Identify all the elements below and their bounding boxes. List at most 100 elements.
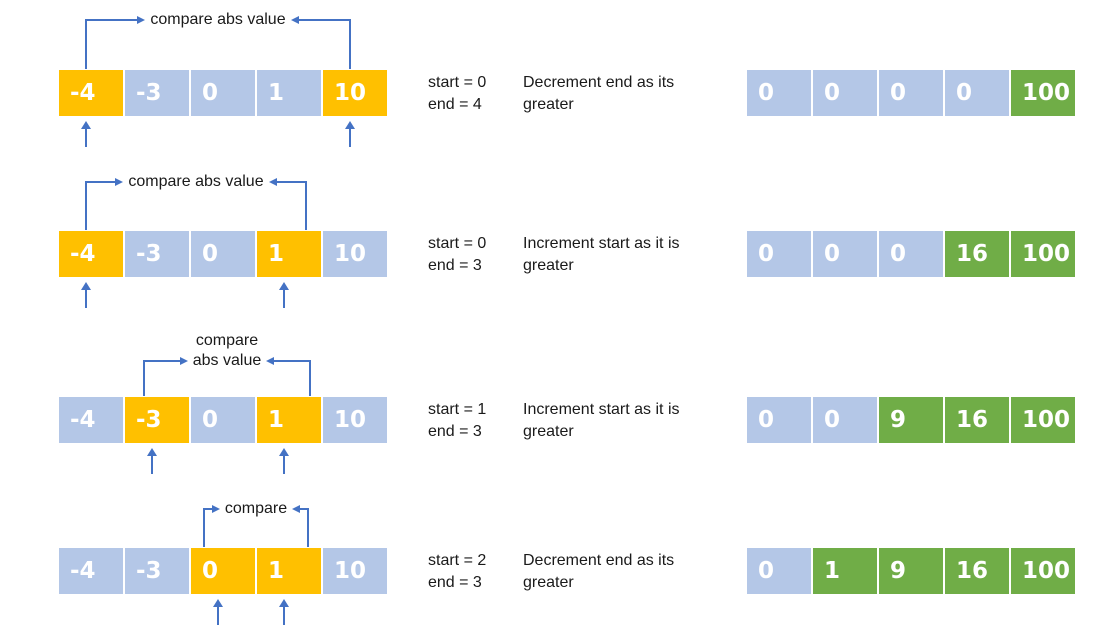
input-cell: 1: [257, 548, 321, 594]
input-cell: -3: [125, 548, 189, 594]
start-pointer-text: start = 1: [428, 401, 487, 418]
output-cell: 1: [813, 548, 877, 594]
output-cell: 100: [1011, 231, 1075, 277]
connector-line: [85, 19, 139, 21]
pointer-up-arrow-line: [283, 606, 285, 625]
arrowhead-left-icon: [266, 357, 275, 365]
action-text: Increment start as it is greater: [523, 401, 680, 440]
arrowhead-left-icon: [292, 505, 301, 513]
connector-line: [309, 360, 311, 396]
input-cell: -4: [59, 70, 123, 116]
compare-label: compare abs value: [193, 331, 262, 371]
output-cell: 16: [945, 397, 1009, 443]
pointer-state: start = 0 end = 4: [428, 72, 486, 116]
connector-line: [85, 19, 87, 69]
compare-label-line: compare: [195, 332, 259, 349]
start-pointer-text: start = 2: [428, 552, 487, 569]
connector-line: [307, 508, 309, 547]
end-pointer-text: end = 4: [428, 96, 482, 113]
compare-label: compare abs value: [128, 172, 263, 192]
pointer-up-arrow-icon: [279, 282, 289, 290]
pointer-up-arrow-icon: [279, 448, 289, 456]
pointer-up-arrow-icon: [147, 448, 157, 456]
pointer-up-arrow-icon: [81, 282, 91, 290]
pointer-state: start = 0 end = 3: [428, 233, 486, 277]
arrowhead-right-icon: [179, 357, 188, 365]
input-cell: 0: [191, 548, 255, 594]
output-cell: 16: [945, 231, 1009, 277]
output-cell: 0: [747, 397, 811, 443]
pointer-up-arrow-line: [85, 128, 87, 147]
input-cell: -3: [125, 231, 189, 277]
output-cell: 16: [945, 548, 1009, 594]
output-cell: 0: [813, 231, 877, 277]
pointer-state: start = 2 end = 3: [428, 550, 486, 594]
action-text: Increment start as it is greater: [523, 235, 680, 274]
connector-line: [297, 19, 351, 21]
pointer-state: start = 1 end = 3: [428, 399, 486, 443]
input-cell: 1: [257, 70, 321, 116]
connector-line: [203, 508, 205, 547]
input-cell: 10: [323, 231, 387, 277]
input-cell: -3: [125, 70, 189, 116]
end-pointer-text: end = 3: [428, 574, 482, 591]
connector-line: [299, 508, 309, 510]
output-cell: 0: [879, 231, 943, 277]
pointer-up-arrow-line: [283, 289, 285, 308]
pointer-up-arrow-icon: [279, 599, 289, 607]
output-cell: 0: [945, 70, 1009, 116]
pointer-up-arrow-icon: [345, 121, 355, 129]
action-text: Decrement end as its greater: [523, 74, 675, 113]
pointer-up-arrow-line: [283, 455, 285, 474]
input-cell: -4: [59, 231, 123, 277]
pointer-up-arrow-line: [151, 455, 153, 474]
end-pointer-text: end = 3: [428, 423, 482, 440]
output-cell: 100: [1011, 397, 1075, 443]
output-cell: 0: [747, 231, 811, 277]
compare-label-line: compare abs value: [150, 11, 286, 28]
arrowhead-left-icon: [268, 178, 277, 186]
output-cell: 100: [1011, 548, 1075, 594]
pointer-up-arrow-line: [349, 128, 351, 147]
start-pointer-text: start = 0: [428, 235, 487, 252]
connector-line: [305, 181, 307, 230]
compare-label-line: compare: [224, 500, 288, 517]
output-cell: 9: [879, 397, 943, 443]
output-cell: 0: [813, 70, 877, 116]
input-cell: 10: [323, 548, 387, 594]
connector-line: [143, 360, 181, 362]
output-cell: 100: [1011, 70, 1075, 116]
output-cell: 0: [813, 397, 877, 443]
input-cell: 1: [257, 231, 321, 277]
output-cell: 0: [747, 548, 811, 594]
connector-line: [85, 181, 117, 183]
start-pointer-text: start = 0: [428, 74, 487, 91]
input-cell: -4: [59, 548, 123, 594]
input-cell: 10: [323, 70, 387, 116]
output-cell: 9: [879, 548, 943, 594]
compare-label: compare abs value: [150, 10, 285, 30]
connector-line: [273, 360, 311, 362]
end-pointer-text: end = 3: [428, 257, 482, 274]
arrowhead-right-icon: [211, 505, 220, 513]
input-cell: -3: [125, 397, 189, 443]
compare-label-line: compare abs value: [128, 173, 264, 190]
arrowhead-right-icon: [137, 16, 146, 24]
connector-line: [203, 508, 213, 510]
connector-line: [85, 181, 87, 230]
connector-line: [275, 181, 307, 183]
compare-label-line: abs value: [192, 352, 262, 369]
output-cell: 0: [747, 70, 811, 116]
pointer-up-arrow-line: [217, 606, 219, 625]
arrowhead-left-icon: [290, 16, 299, 24]
connector-line: [349, 19, 351, 69]
arrowhead-right-icon: [115, 178, 124, 186]
input-cell: 0: [191, 70, 255, 116]
action-text: Decrement end as its greater: [523, 552, 675, 591]
input-cell: 10: [323, 397, 387, 443]
